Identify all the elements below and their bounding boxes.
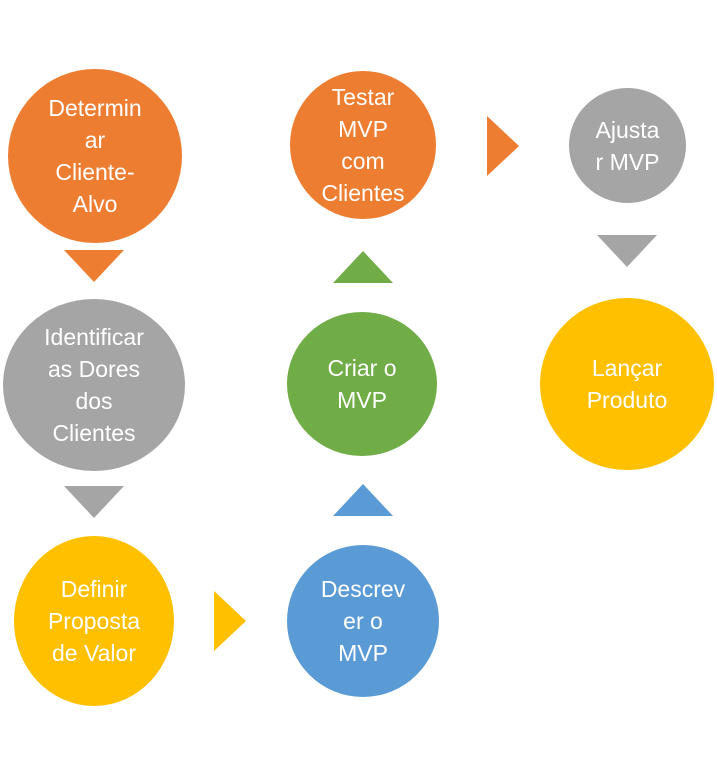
step-label: Definir Proposta de Valor: [47, 576, 141, 666]
step-label: Determin ar Cliente- Alvo: [48, 95, 142, 217]
step-determinar-cliente-alvo: Determin ar Cliente- Alvo: [8, 69, 182, 243]
arrow-right-yellow: [214, 591, 246, 651]
step-descrever-mvp: Descrev er o MVP: [287, 545, 439, 697]
step-label: Testar MVP com Clientes: [321, 84, 405, 206]
step-testar-mvp: Testar MVP com Clientes: [290, 71, 436, 219]
step-ajustar-mvp: Ajusta r MVP: [569, 88, 686, 203]
arrow-up-blue: [333, 484, 393, 516]
arrow-down-gray-right: [597, 235, 657, 267]
arrow-down-orange: [64, 250, 124, 282]
step-lancar-produto: Lançar Produto: [540, 298, 714, 470]
arrow-up-green: [333, 251, 393, 283]
arrow-down-gray: [64, 486, 124, 518]
step-criar-mvp: Criar o MVP: [287, 312, 437, 456]
step-definir-proposta: Definir Proposta de Valor: [14, 536, 174, 706]
arrow-right-orange: [487, 116, 519, 176]
step-label: Criar o MVP: [327, 355, 397, 413]
step-label: Lançar Produto: [586, 355, 668, 413]
step-label: Identificar as Dores dos Clientes: [44, 324, 144, 446]
step-label: Descrev er o MVP: [320, 576, 406, 666]
step-identificar-dores: Identificar as Dores dos Clientes: [3, 299, 185, 471]
step-label: Ajusta r MVP: [595, 116, 660, 175]
